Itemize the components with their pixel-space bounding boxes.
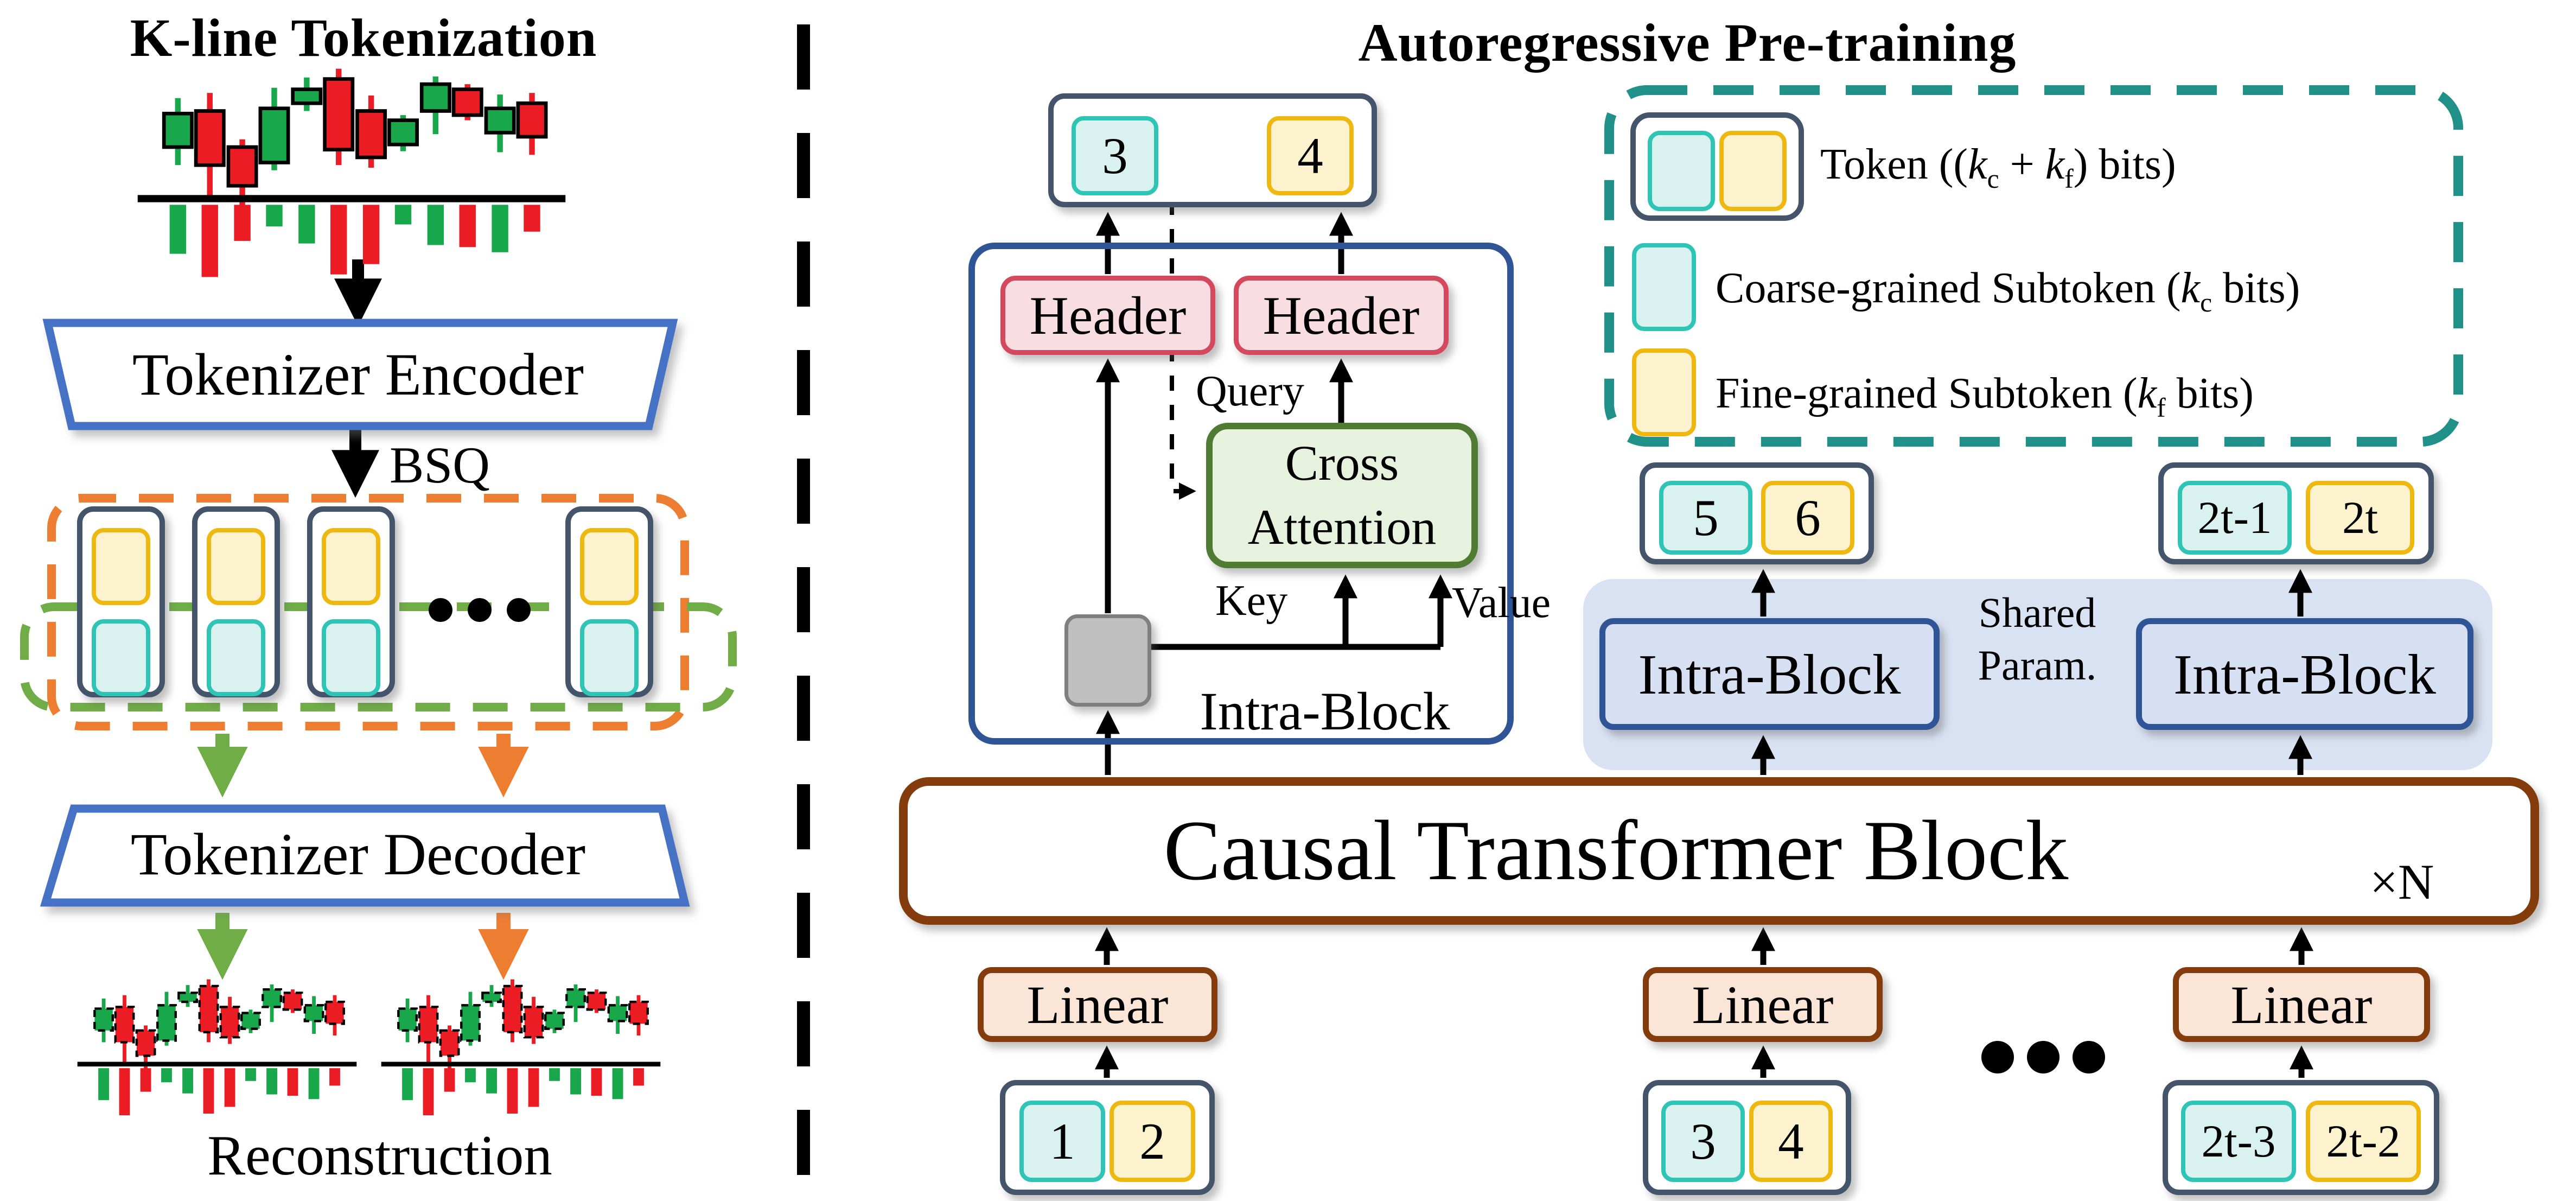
legend-token-pair-icon [1630, 112, 1804, 221]
tokenizer-encoder-shape [42, 319, 678, 430]
token-pair-3-4: 3 4 [1643, 1080, 1851, 1195]
linear-box-1: Linear [978, 967, 1217, 1042]
fine-subtoken-in4: 4 [1749, 1101, 1833, 1182]
token-pair [192, 506, 280, 697]
legend-dashed-frame [1604, 85, 2463, 447]
shared-param-line1: Shared [1978, 588, 2096, 636]
fine-subtoken-2t: 2t [2306, 481, 2414, 555]
reconstruction-label: Reconstruction [207, 1123, 552, 1187]
latent-box [1064, 614, 1151, 707]
intra-block-detail [968, 243, 1514, 745]
token-row-ellipsis [429, 598, 531, 622]
fine-subtoken-cell [580, 528, 639, 605]
token-pair-5-6: 5 6 [1640, 462, 1874, 564]
fine-subtoken-4: 4 [1267, 116, 1354, 195]
legend-coarse-label: Coarse-grained Subtoken (kc bits) [1716, 264, 2300, 317]
tokenizer-decoder-label: Tokenizer Decoder [130, 821, 586, 887]
header-box-2: Header [1234, 276, 1449, 355]
linear-box-2: Linear [1643, 967, 1883, 1042]
legend-fine-subtoken-icon [1632, 348, 1696, 436]
tokenizer-decoder-shape [40, 804, 690, 907]
output-token-pair: 3 4 [1048, 93, 1377, 207]
charts-group [77, 68, 661, 1116]
linear-box-3: Linear [2173, 967, 2430, 1042]
coarse-subtoken-in3: 3 [1661, 1101, 1745, 1182]
fine-subtoken-cell [207, 528, 265, 605]
fine-subtoken-cell [322, 528, 380, 605]
legend-token-label: Token ((kc + kf) bits) [1820, 141, 2176, 194]
shared-param-label: Shared Param. [1959, 582, 2116, 696]
coarse-subtoken-cell [92, 619, 150, 696]
query-label: Query [1196, 367, 1304, 415]
fine-subtoken-cell [92, 528, 150, 605]
token-pair [77, 506, 165, 697]
right-panel-title: Autoregressive Pre-training [1358, 12, 2017, 73]
tokenizer-encoder-label: Tokenizer Encoder [132, 341, 584, 408]
legend-coarse-subtoken-icon [1632, 243, 1696, 331]
repeat-count-label: ×N [2370, 854, 2434, 910]
fine-token-dashed-group [47, 494, 689, 730]
value-label: Value [1452, 579, 1551, 627]
coarse-subtoken-2t-3: 2t-3 [2181, 1101, 2296, 1182]
coarse-subtoken-cell [580, 619, 639, 696]
coarse-subtoken-1: 1 [1019, 1101, 1105, 1182]
legend-fine-cell [1719, 131, 1787, 211]
legend-coarse-cell [1648, 131, 1715, 211]
intra-block-detail-label: Intra-Block [1200, 681, 1450, 741]
coarse-subtoken-3: 3 [1072, 116, 1158, 195]
left-panel-title: K-line Tokenization [130, 7, 597, 68]
intra-block-1: Intra-Block [1599, 618, 1940, 730]
token-pair [307, 506, 395, 697]
kline-chart [137, 68, 566, 277]
token-pair [565, 506, 653, 697]
fine-subtoken-6: 6 [1761, 481, 1854, 555]
coarse-subtoken-5: 5 [1659, 481, 1752, 555]
coarse-token-dashed-group [20, 602, 737, 711]
reconstruction-chart-2 [381, 979, 661, 1116]
fine-subtoken-2: 2 [1110, 1101, 1195, 1182]
causal-block-label: Causal Transformer Block [1163, 803, 2069, 898]
causal-transformer-block: Causal Transformer Block [899, 777, 2539, 925]
token-pair-1-2: 1 2 [1000, 1080, 1215, 1195]
reconstruction-chart-1 [77, 979, 357, 1116]
shared-param-line2: Param. [1978, 641, 2097, 689]
cross-attention-box: Cross Attention [1206, 423, 1478, 568]
key-label: Key [1215, 577, 1288, 625]
token-pair-2t3-2t2: 2t-3 2t-2 [2163, 1080, 2439, 1195]
header-box-1: Header [1000, 276, 1215, 355]
fine-subtoken-2t-2: 2t-2 [2306, 1101, 2421, 1182]
intra-block-2: Intra-Block [2136, 618, 2473, 730]
legend-fine-label: Fine-grained Subtoken (kf bits) [1716, 370, 2254, 423]
bsq-label: BSQ [390, 436, 490, 494]
input-ellipsis [1981, 1041, 2105, 1073]
coarse-subtoken-2t-1: 2t-1 [2178, 481, 2292, 555]
coarse-subtoken-cell [322, 619, 380, 696]
token-pair-2t1-2t: 2t-1 2t [2158, 462, 2434, 564]
coarse-subtoken-cell [207, 619, 265, 696]
